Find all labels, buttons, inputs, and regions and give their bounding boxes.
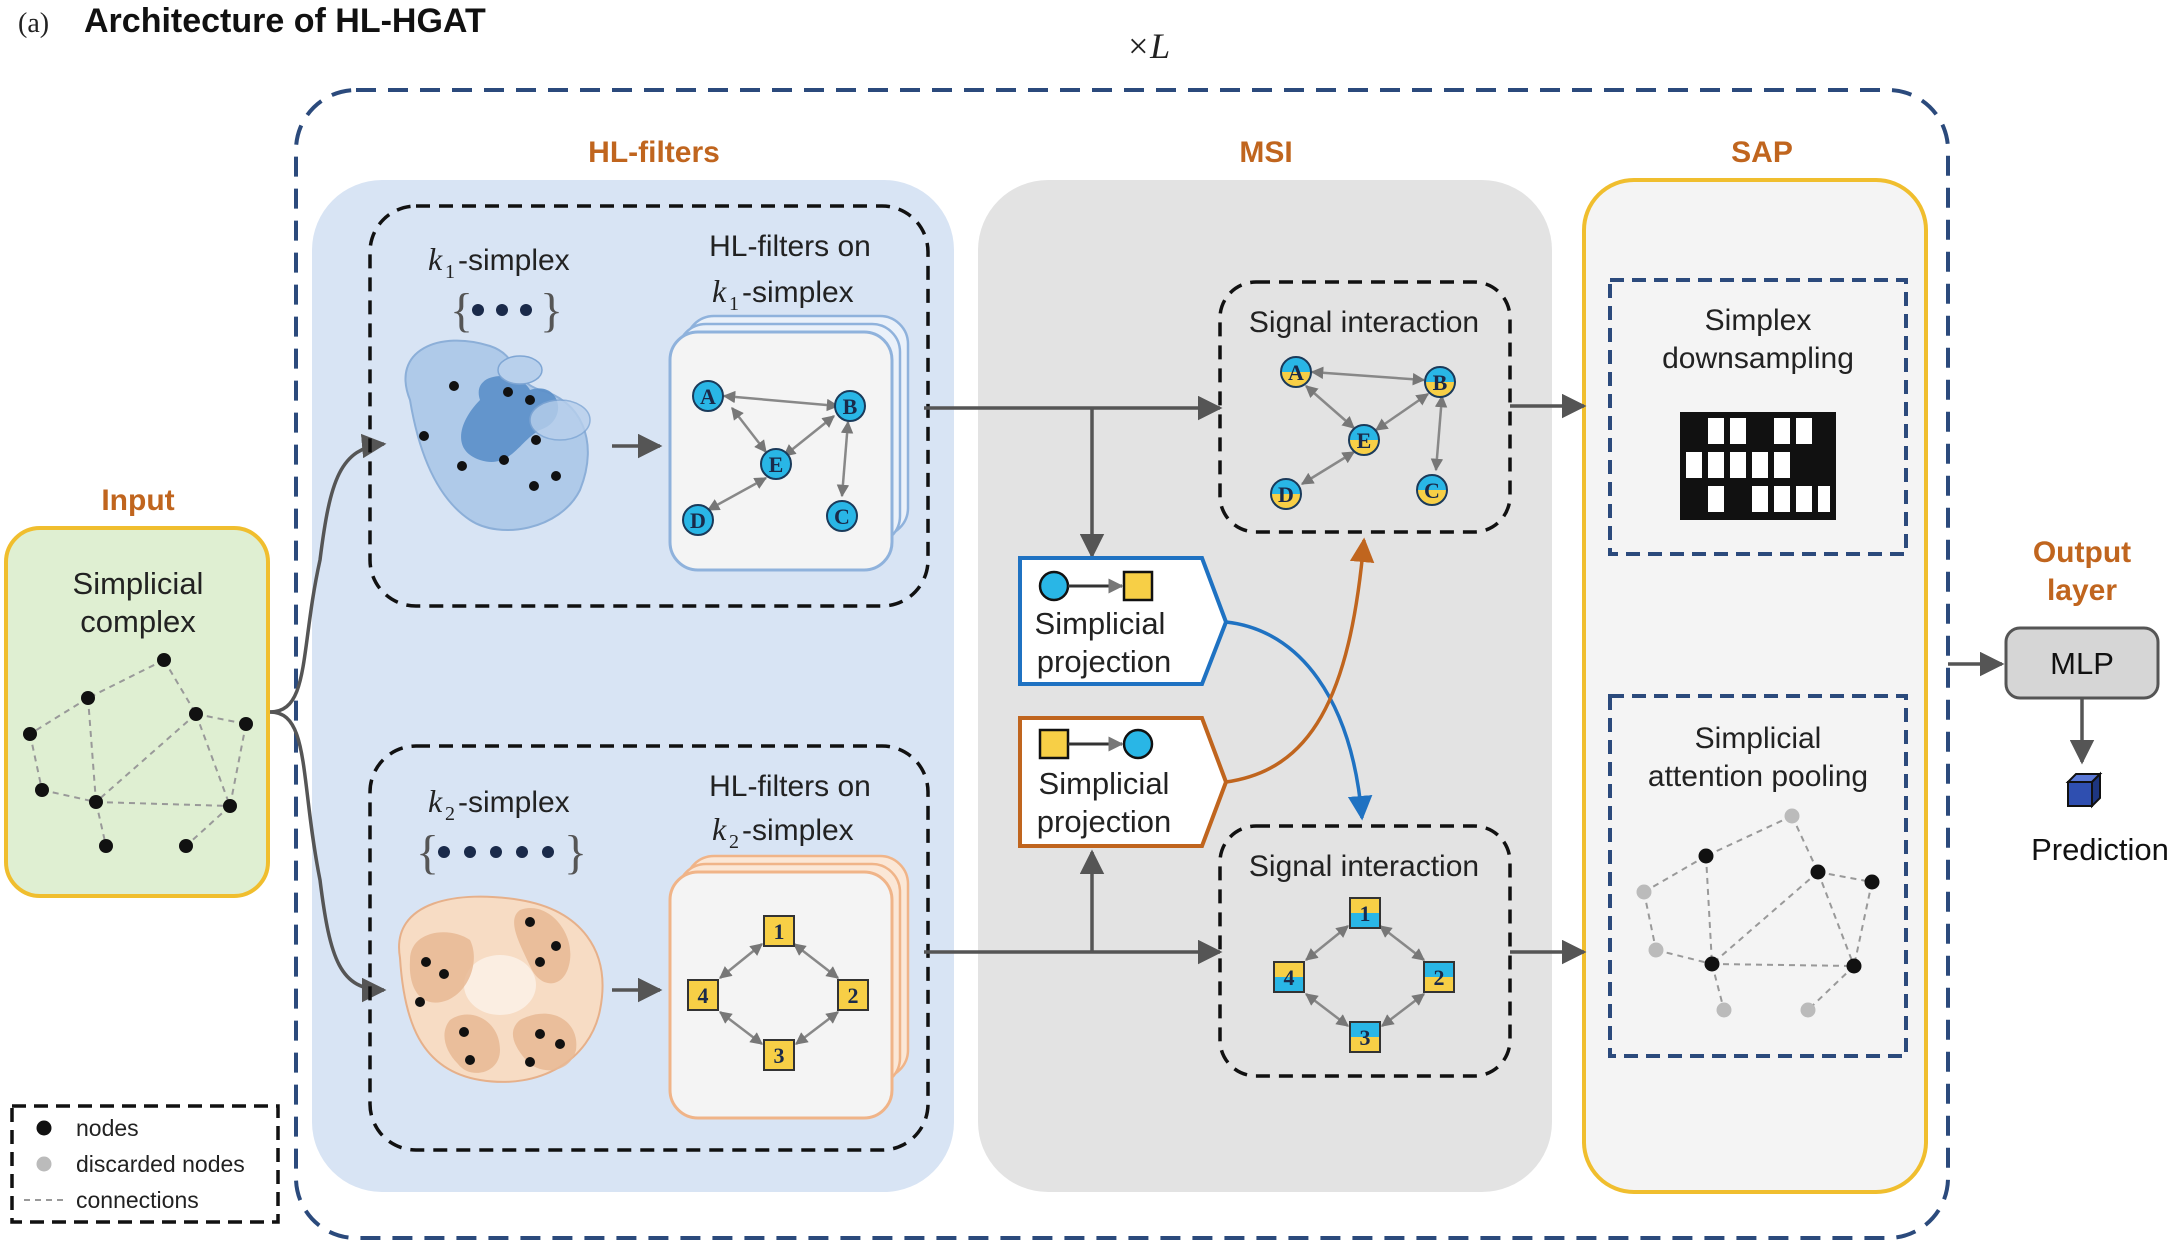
output-layer-label-1: Output: [2033, 536, 2131, 569]
output-layer-label-2: layer: [2047, 574, 2117, 607]
projection-edge-to-node: Simplicial projection: [1018, 716, 1229, 848]
signal-node-3: 3: [1360, 1025, 1371, 1050]
downsampling-label-1: Simplex: [1705, 304, 1812, 337]
k1-node-b: B: [843, 394, 858, 419]
input-text-1: Simplicial: [73, 566, 204, 601]
signal-node-b: B: [1433, 370, 1448, 395]
k2-node-1: 1: [774, 919, 785, 944]
mlp-label: MLP: [2050, 646, 2114, 681]
projection2-line1: Simplicial: [1039, 766, 1170, 801]
pooled-graph: [1636, 808, 1880, 1018]
input-simplicial-complex: Simplicial complex: [4, 526, 270, 898]
projection-blue-arrow: [1225, 620, 1373, 821]
k1-subscript: 1: [445, 261, 455, 283]
k1-dots: [472, 304, 532, 316]
k1-filter-simplex: -simplex: [742, 276, 854, 309]
signal-interaction-bottom-label: Signal interaction: [1249, 850, 1479, 883]
input-label: Input: [101, 484, 174, 517]
projection-node-to-edge: Simplicial projection: [1018, 556, 1229, 686]
k1-node-e: E: [769, 452, 784, 477]
k2-graph: 1 2 3 4: [687, 915, 869, 1071]
signal-node-1: 1: [1360, 901, 1371, 926]
signal-node-e: E: [1357, 428, 1372, 453]
k2-filter-subscript: 2: [729, 831, 739, 853]
k2-simplex-blob: [398, 895, 604, 1083]
attention-pooling-box: [1608, 694, 1908, 1058]
k1-brace-left: {: [450, 284, 473, 337]
projection1-line1: Simplicial: [1035, 606, 1166, 641]
panel-label: (a): [18, 8, 49, 39]
k2-subscript: 2: [445, 803, 455, 825]
k1-brace-right: }: [540, 284, 563, 337]
sap-panel: [1582, 178, 1928, 1194]
input-to-k1-arrow: [269, 433, 387, 714]
k2-filter-label: HL-filters on: [709, 770, 871, 803]
signal-node-c: C: [1424, 478, 1440, 503]
k1-node-d: D: [690, 508, 706, 533]
k1-graph: A B E D C: [682, 380, 866, 536]
signal-top-graph: A B E D C: [1270, 356, 1456, 510]
legend-discarded: discarded nodes: [76, 1151, 245, 1177]
k2-filter-simplex: -simplex: [742, 814, 854, 847]
k1-filter-subscript: 1: [729, 293, 739, 315]
k1-filter-label: HL-filters on: [709, 230, 871, 263]
repeat-label: ×L: [1126, 26, 1170, 66]
projection-orange-arrow: [1225, 537, 1375, 784]
legend-nodes: nodes: [76, 1115, 139, 1141]
k2-branch-box: [368, 744, 930, 1152]
projection1-line2: projection: [1037, 644, 1171, 679]
prediction-label: Prediction: [2031, 832, 2169, 867]
k2-node-4: 4: [698, 983, 709, 1008]
k2-node-2: 2: [848, 983, 859, 1008]
k2-filter-symbol: k: [712, 811, 727, 847]
signal-node-d: D: [1278, 482, 1294, 507]
k1-node-c: C: [834, 504, 850, 529]
figure-title: Architecture of HL-HGAT: [84, 2, 486, 40]
k1-simplex-blob: [404, 339, 591, 531]
signal-bottom-graph: 1 2 3 4: [1273, 897, 1455, 1053]
k2-brace-left: {: [416, 826, 439, 879]
signal-node-2: 2: [1434, 965, 1445, 990]
prediction-cube-icon: [2065, 771, 2103, 809]
k2-dots: [438, 846, 554, 858]
legend-node-icon: [36, 1120, 52, 1136]
projection2-line2: projection: [1037, 804, 1171, 839]
downsampling-box: [1608, 278, 1908, 556]
hl-filters-label: HL-filters: [588, 136, 720, 169]
signal-node-a: A: [1288, 360, 1304, 385]
input-to-k2-arrow: [269, 710, 387, 1003]
msi-label: MSI: [1239, 136, 1292, 169]
attention-pooling-label-1: Simplicial: [1695, 722, 1822, 755]
k2-simplex-label: -simplex: [458, 786, 570, 819]
k1-node-a: A: [700, 384, 716, 409]
k1-filter-symbol: k: [712, 273, 727, 309]
downsampling-grid: [1680, 412, 1836, 520]
k2-brace-right: }: [564, 826, 587, 879]
sap-label: SAP: [1731, 136, 1793, 169]
k1-branch-box: [368, 204, 930, 608]
attention-pooling-label-2: attention pooling: [1648, 760, 1868, 793]
input-text-2: complex: [80, 604, 196, 639]
legend: nodes discarded nodes connections: [10, 1104, 280, 1224]
signal-interaction-top-label: Signal interaction: [1249, 306, 1479, 339]
k1-symbol: k: [428, 241, 443, 277]
downsampling-label-2: downsampling: [1662, 342, 1854, 375]
signal-node-4: 4: [1284, 965, 1295, 990]
legend-connections: connections: [76, 1187, 199, 1213]
k2-node-3: 3: [774, 1043, 785, 1068]
k1-simplex-label: -simplex: [458, 244, 570, 277]
k2-symbol: k: [428, 783, 443, 819]
legend-discarded-icon: [36, 1156, 52, 1172]
